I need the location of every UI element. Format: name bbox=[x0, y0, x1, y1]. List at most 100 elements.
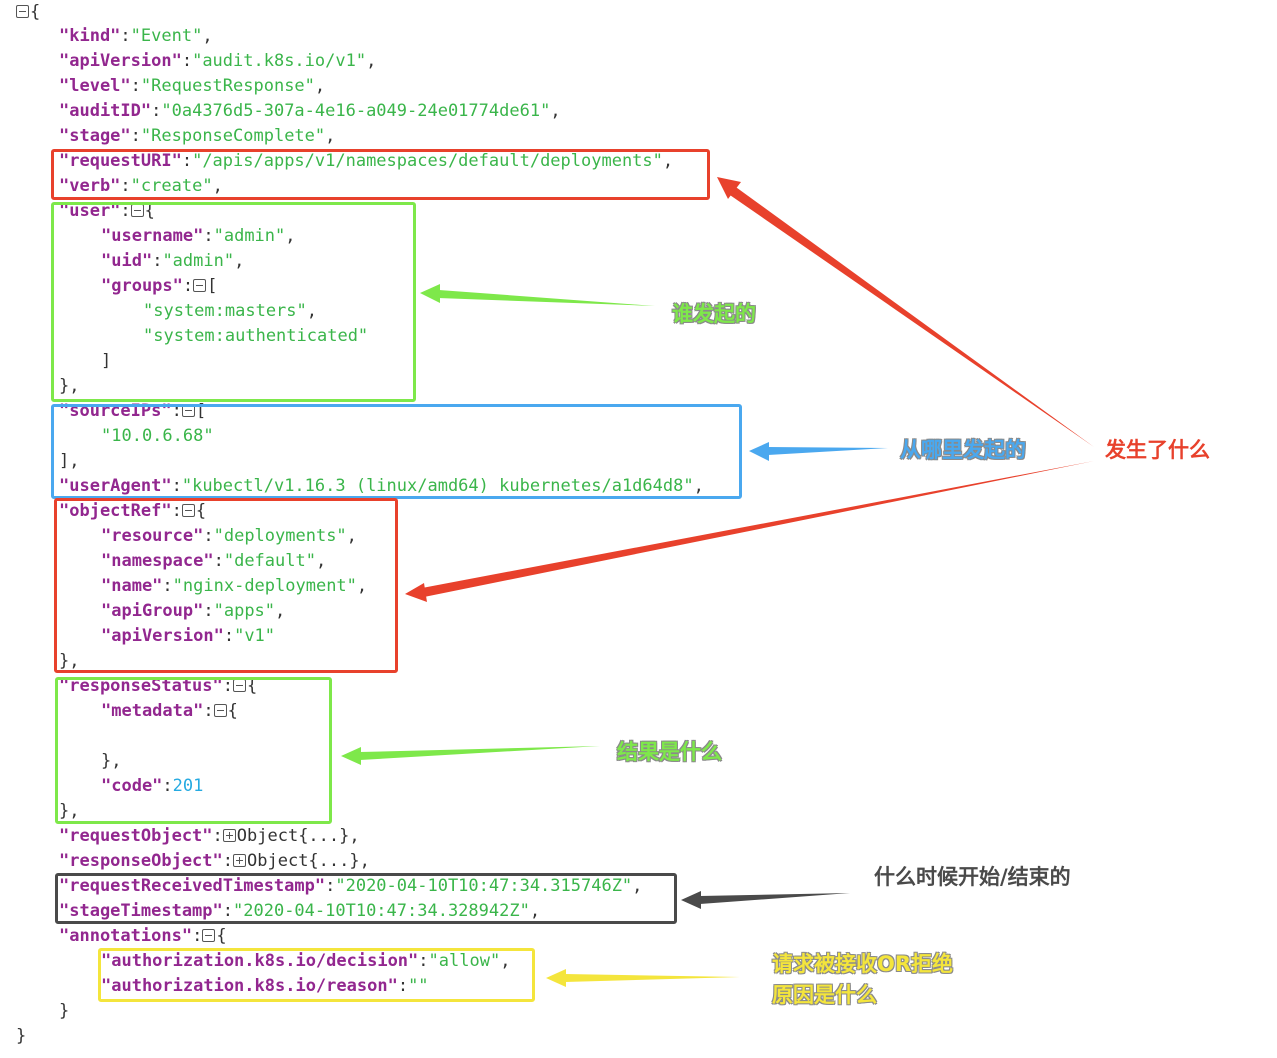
json-string-value: "2020-04-10T10:47:34.315746Z" bbox=[335, 876, 633, 896]
auditid-line: "auditID":"0a4376d5-307a-4e16-a049-24e01… bbox=[59, 101, 561, 121]
json-key: "resource" bbox=[101, 526, 204, 546]
requestreceivedtimestamp-line: "requestReceivedTimestamp":"2020-04-10T1… bbox=[59, 876, 643, 896]
json-key: "responseObject" bbox=[59, 851, 223, 871]
label-accept-reject: 请求被接收OR拒绝 bbox=[772, 952, 954, 976]
json-key: "level" bbox=[59, 76, 131, 96]
root-close: } bbox=[16, 1026, 27, 1046]
label-result: 结果是什么 bbox=[617, 740, 722, 764]
blue-arrowhead-icon bbox=[749, 442, 769, 461]
json-key: "auditID" bbox=[59, 101, 152, 121]
username-line: "username":"admin", bbox=[101, 226, 296, 246]
json-string-value: "kubectl/v1.16.3 (linux/amd64) kubernete… bbox=[181, 476, 694, 496]
name-line: "name":"nginx-deployment", bbox=[101, 576, 368, 596]
json-key: "user" bbox=[59, 201, 121, 221]
code-line: "code":201 bbox=[101, 776, 204, 796]
json-key: "namespace" bbox=[101, 551, 214, 571]
json-key: "stageTimestamp" bbox=[59, 901, 223, 921]
target-object-box bbox=[54, 498, 398, 673]
json-key: "apiGroup" bbox=[101, 601, 204, 621]
json-key: "groups" bbox=[101, 276, 183, 296]
annotations-line: "annotations":{ bbox=[59, 926, 227, 946]
json-key: "requestReceivedTimestamp" bbox=[59, 876, 326, 896]
collapse-toggle-icon[interactable] bbox=[16, 5, 29, 18]
blue-arrow-shaft-icon bbox=[768, 447, 888, 455]
collapsed-object[interactable]: Object{...} bbox=[247, 851, 360, 871]
json-key: "name" bbox=[101, 576, 163, 596]
green-arrow-shaft-icon bbox=[438, 290, 655, 306]
json-key: "username" bbox=[101, 226, 204, 246]
green-arrow-shaft-icon bbox=[360, 746, 600, 760]
json-key: "stage" bbox=[59, 126, 131, 146]
level-line: "level":"RequestResponse", bbox=[59, 76, 326, 96]
json-string-value: "system:masters" bbox=[143, 301, 307, 321]
json-string-value: "admin" bbox=[213, 226, 286, 246]
result-box bbox=[55, 677, 332, 824]
json-string-value: "0a4376d5-307a-4e16-a049-24e01774de61" bbox=[161, 101, 551, 121]
responseobject-line: "responseObject":Object{...}, bbox=[59, 851, 370, 871]
resource-line: "resource":"deployments", bbox=[101, 526, 357, 546]
requestobject-line: "requestObject":Object{...}, bbox=[59, 826, 360, 846]
expand-toggle-icon[interactable] bbox=[233, 854, 247, 867]
collapse-toggle-icon[interactable] bbox=[213, 704, 227, 717]
annotations-close: } bbox=[59, 1001, 70, 1021]
apiversion-line: "apiVersion":"audit.k8s.io/v1", bbox=[59, 51, 377, 71]
json-string-value: "admin" bbox=[162, 251, 235, 271]
objectref-line: "objectRef":{ bbox=[59, 501, 207, 521]
uid-line: "uid":"admin", bbox=[101, 251, 245, 271]
json-number-value: 201 bbox=[172, 776, 204, 796]
requesturi-line: "requestURI":"/apis/apps/v1/namespaces/d… bbox=[59, 151, 674, 171]
json-key: "code" bbox=[101, 776, 163, 796]
user-line: "user":{ bbox=[59, 201, 155, 221]
json-key: "requestURI" bbox=[59, 151, 182, 171]
yellow-arrow-shaft-icon bbox=[565, 974, 740, 982]
json-string-value: "nginx-deployment" bbox=[172, 576, 357, 596]
dark-arrowhead-icon bbox=[681, 891, 701, 909]
dark-arrow-shaft-icon bbox=[700, 893, 850, 904]
json-key: "requestObject" bbox=[59, 826, 213, 846]
json-string-value: "10.0.6.68" bbox=[101, 426, 214, 446]
collapse-toggle-icon[interactable] bbox=[193, 279, 207, 292]
collapse-toggle-icon[interactable] bbox=[181, 504, 195, 517]
json-key: "uid" bbox=[101, 251, 153, 271]
objectref-apiversion-line: "apiVersion":"v1" bbox=[101, 626, 276, 646]
json-string-value: "apps" bbox=[213, 601, 276, 621]
json-string-value: "audit.k8s.io/v1" bbox=[192, 51, 367, 71]
sourceips-item: "10.0.6.68" bbox=[101, 424, 214, 449]
from-where-box bbox=[51, 404, 742, 499]
collapse-toggle-icon[interactable] bbox=[202, 929, 216, 942]
metadata-close: }, bbox=[101, 751, 122, 771]
responsestatus-close: }, bbox=[59, 801, 80, 821]
groups-item: "system:masters", bbox=[143, 301, 318, 321]
useragent-line: "userAgent":"kubectl/v1.16.3 (linux/amd6… bbox=[59, 476, 704, 496]
label-what-happened: 发生了什么 bbox=[1105, 438, 1210, 462]
red-arrowhead-icon bbox=[717, 177, 741, 199]
json-string-value: "default" bbox=[223, 551, 316, 571]
collapsed-object[interactable]: Object{...} bbox=[236, 826, 350, 846]
json-string-value: "2020-04-10T10:47:34.328942Z" bbox=[233, 901, 530, 921]
what-happened-box bbox=[51, 149, 710, 200]
expand-toggle-icon[interactable] bbox=[222, 829, 236, 842]
timestamp-box bbox=[55, 873, 677, 924]
json-key: "authorization.k8s.io/reason" bbox=[101, 976, 398, 996]
json-string-value: "" bbox=[408, 976, 429, 996]
yellow-arrowhead-icon bbox=[546, 969, 566, 987]
json-string-value: "system:authenticated" bbox=[143, 326, 369, 346]
stage-line: "stage":"ResponseComplete", bbox=[59, 126, 336, 146]
json-key: "verb" bbox=[59, 176, 121, 196]
red-arrowhead-icon bbox=[405, 583, 427, 602]
label-when: 什么时候开始/结束的 bbox=[874, 865, 1071, 889]
json-string-value: "v1" bbox=[234, 626, 276, 646]
json-string-value: "allow" bbox=[428, 951, 501, 971]
green-arrowhead-icon bbox=[420, 284, 440, 303]
label-who: 谁发起的 bbox=[672, 302, 756, 326]
sourceips-close: ], bbox=[59, 451, 80, 471]
json-key: "authorization.k8s.io/decision" bbox=[101, 951, 419, 971]
json-string-value: "Event" bbox=[130, 26, 203, 46]
json-key: "userAgent" bbox=[59, 476, 172, 496]
json-string-value: "/apis/apps/v1/namespaces/default/deploy… bbox=[192, 151, 663, 171]
stagetimestamp-line: "stageTimestamp":"2020-04-10T10:47:34.32… bbox=[59, 901, 541, 921]
reason-line: "authorization.k8s.io/reason":"" bbox=[101, 976, 429, 996]
json-key: "apiVersion" bbox=[59, 51, 182, 71]
